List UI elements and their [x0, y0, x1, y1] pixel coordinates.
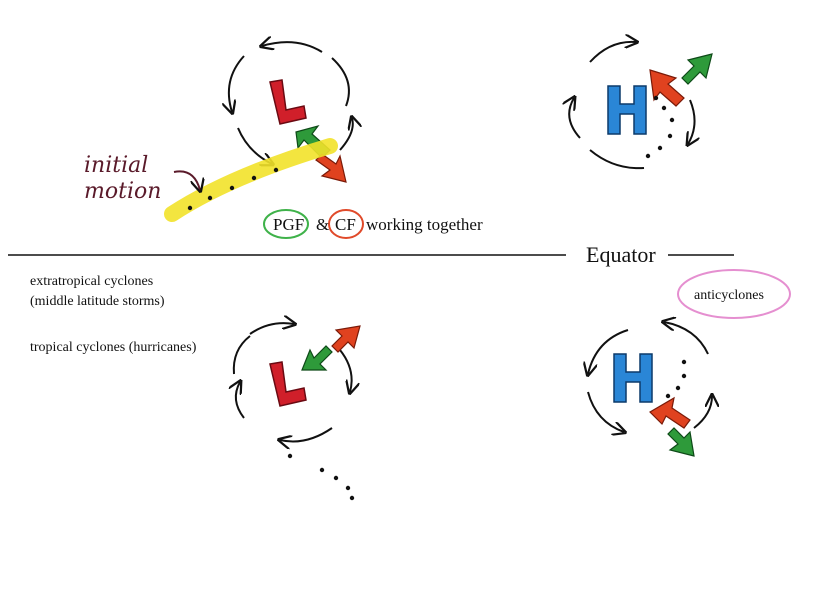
- circulation-arrow: [569, 98, 581, 139]
- nh-high-motion-dots: [645, 95, 675, 159]
- extratropical-label-line2: (middle latitude storms): [30, 294, 165, 309]
- initial-motion-dots: [187, 167, 279, 211]
- pgf-text: PGF: [273, 215, 304, 234]
- circulation-arrow: [236, 382, 245, 419]
- circulation-arrow: [232, 335, 251, 375]
- circulation-arrow: [331, 57, 350, 107]
- nh-high-circulation-arrows: [569, 42, 695, 170]
- cf-arrow: [649, 396, 691, 429]
- anticyclones-outline: [677, 269, 791, 319]
- nh-low-diagram: initial motion: [84, 42, 353, 222]
- cf-arrow: [649, 69, 685, 107]
- extratropical-label-line1: extratropical cyclones: [30, 274, 153, 289]
- pgf-arrow: [681, 53, 713, 85]
- pgf-cf-caption: PGF & CF working together: [263, 209, 483, 239]
- circulation-arrow: [237, 127, 272, 164]
- cf-arrow: [331, 325, 361, 353]
- circulation-arrow: [664, 322, 709, 355]
- circulation-arrow: [280, 427, 333, 442]
- cf-outline: [328, 209, 364, 239]
- low-pressure-symbol: [269, 361, 307, 407]
- tropical-label: tropical cyclones (hurricanes): [30, 340, 197, 355]
- circulation-arrow: [262, 42, 323, 53]
- pgf-arrow: [667, 427, 695, 457]
- circulation-arrow: [339, 118, 353, 151]
- nh-low-circulation-arrows: [229, 42, 353, 164]
- cf-text: CF: [335, 215, 356, 234]
- initial-motion-label-line2: motion: [84, 179, 161, 204]
- equator-label: Equator: [586, 242, 656, 267]
- ampersand-text: &: [316, 215, 329, 234]
- cf-arrow: [315, 153, 347, 183]
- low-pressure-symbol: [269, 79, 307, 125]
- circulation-arrow: [688, 99, 695, 144]
- circulation-arrow: [587, 391, 624, 432]
- circulation-arrow: [229, 55, 245, 112]
- sh-low-diagram: [234, 323, 361, 501]
- pgf-arrow: [301, 345, 333, 371]
- sh-low-motion-dots: [287, 453, 355, 501]
- high-pressure-symbol: [607, 85, 647, 135]
- initial-motion-label-line1: initial: [84, 153, 148, 178]
- initial-motion-pointer: [173, 170, 200, 190]
- high-pressure-symbol: [613, 353, 653, 403]
- anticyclones-label: anticyclones: [694, 288, 764, 303]
- working-together-text: working together: [366, 215, 483, 234]
- anticyclones-callout: anticyclones: [677, 269, 791, 319]
- sh-high-circulation-arrows: [588, 322, 712, 432]
- circulation-arrow: [339, 349, 352, 392]
- sh-high-diagram: [588, 322, 712, 457]
- circulation-arrow: [588, 329, 629, 374]
- circulation-arrow: [589, 42, 636, 63]
- equator-divider: Equator: [8, 242, 734, 267]
- circulation-arrow: [249, 323, 294, 335]
- circulation-arrow: [589, 149, 645, 170]
- sh-high-motion-dots: [665, 359, 687, 399]
- nh-high-diagram: [569, 42, 713, 170]
- sh-low-circulation-arrows: [234, 323, 352, 441]
- circulation-arrow: [693, 396, 712, 429]
- pgf-outline: [263, 209, 309, 239]
- initial-motion-highlight: [164, 138, 338, 222]
